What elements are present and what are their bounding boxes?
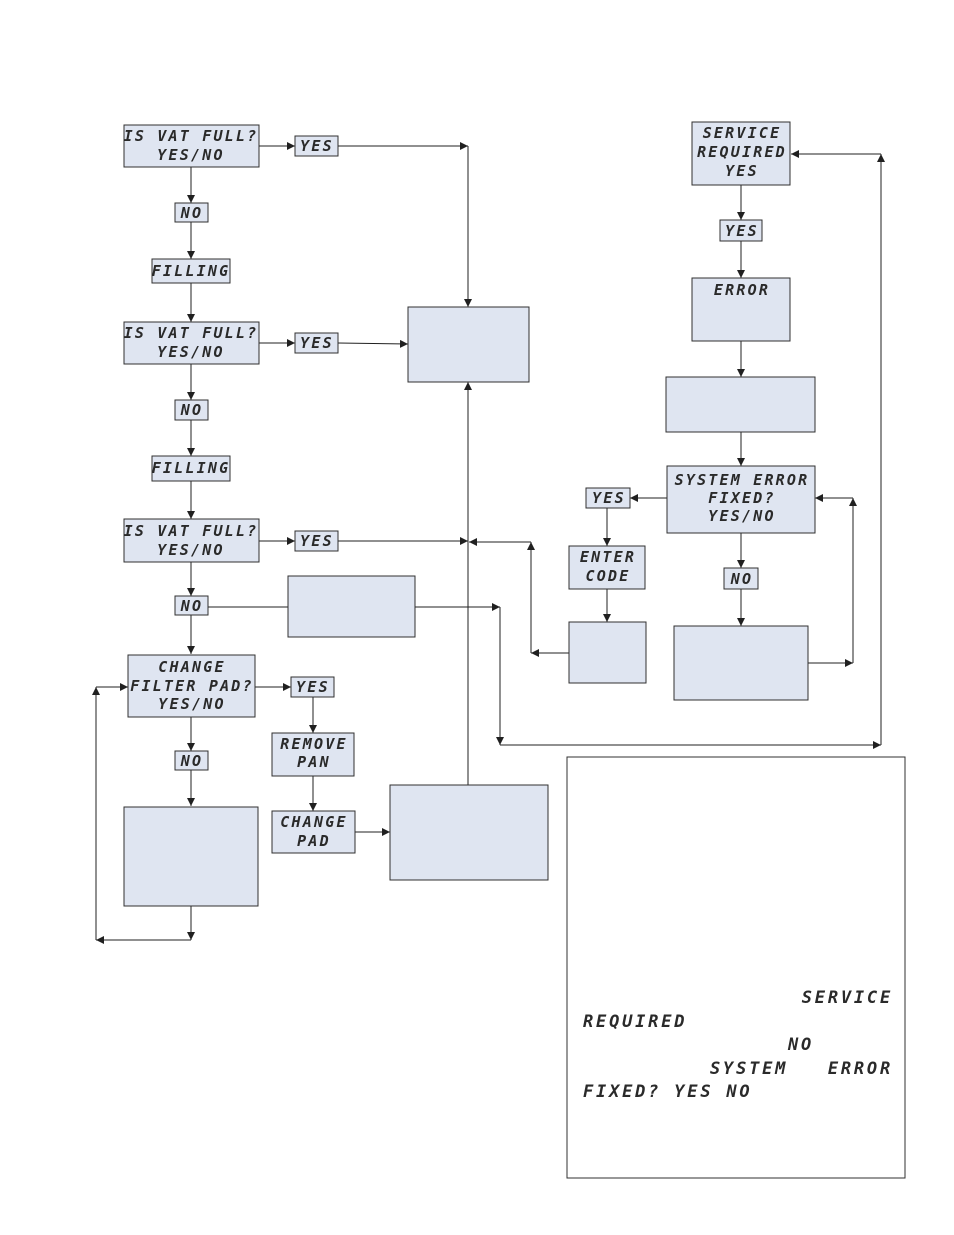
- tag-label: NO: [180, 204, 203, 222]
- node-label: IS VAT FULL?: [124, 324, 259, 342]
- node-label: IS VAT FULL?: [124, 127, 259, 145]
- node-label: PAD: [297, 832, 331, 850]
- tag-label: NO: [180, 752, 203, 770]
- node-filling-1: FILLING: [151, 258, 231, 284]
- note-text: NO: [787, 1035, 814, 1055]
- node-system-error-fixed: SYSTEM ERROR FIXED? YES/NO: [666, 465, 816, 534]
- tag-no-2: NO: [174, 399, 209, 421]
- tag-no-6: NO: [723, 567, 759, 590]
- node-label: FIXED?: [708, 489, 775, 507]
- tag-label: NO: [180, 597, 203, 615]
- tag-yes-5: YES: [719, 219, 763, 242]
- node-label: CODE: [586, 567, 631, 585]
- node-vat-full-1: IS VAT FULL? YES/NO: [123, 124, 260, 168]
- node-label: FILTER PAD?: [130, 677, 254, 695]
- tag-label: YES: [300, 334, 334, 352]
- tag-label: NO: [730, 570, 753, 588]
- node-change-pad: CHANGE PAD: [271, 810, 356, 854]
- node-label: CHANGE: [280, 813, 347, 831]
- node-change-filter-pad: CHANGE FILTER PAD? YES/NO: [127, 654, 256, 718]
- tag-yes-2: YES: [294, 332, 339, 354]
- node-label: PAN: [297, 753, 331, 771]
- node-filling-2: FILLING: [151, 455, 231, 482]
- node-label: IS VAT FULL?: [124, 522, 259, 540]
- tag-no-1: NO: [174, 202, 209, 223]
- node-label: YES/NO: [158, 695, 225, 713]
- tag-yes-4: YES: [290, 676, 335, 698]
- node-label: FILLING: [152, 262, 231, 280]
- tag-no-4: NO: [174, 750, 209, 771]
- node-vat-full-2: IS VAT FULL? YES/NO: [123, 321, 260, 365]
- node-label: REMOVE: [280, 735, 347, 753]
- tag-label: YES: [300, 532, 334, 550]
- node-label: ENTER: [580, 548, 636, 566]
- node-remove-pan: REMOVE PAN: [271, 732, 355, 777]
- note-text: SERVICE: [802, 988, 893, 1008]
- node-label: ERROR: [714, 281, 770, 299]
- tag-yes-3: YES: [294, 530, 339, 552]
- blank-box-code-result: [568, 621, 647, 684]
- node-label: SYSTEM ERROR: [675, 471, 810, 489]
- node-label: REQUIRED: [697, 143, 787, 161]
- connectors: [92, 142, 885, 944]
- tag-label: YES: [296, 678, 330, 696]
- blank-box-right-upper: [665, 376, 816, 433]
- note-text: ERROR: [828, 1059, 893, 1079]
- node-label: YES/NO: [157, 146, 224, 164]
- node-label: FILLING: [152, 459, 231, 477]
- note-text: REQUIRED: [583, 1012, 687, 1032]
- blank-box-lower-left: [123, 806, 259, 907]
- tag-label: YES: [725, 222, 759, 240]
- tag-yes-6: YES: [585, 487, 631, 509]
- tag-label: NO: [180, 401, 203, 419]
- node-vat-full-3: IS VAT FULL? YES/NO: [123, 518, 260, 563]
- blank-box-center-upper: [407, 306, 530, 383]
- node-error: ERROR: [691, 277, 791, 342]
- node-label: YES/NO: [157, 541, 224, 559]
- note-text: SYSTEM: [710, 1059, 788, 1079]
- tag-label: YES: [592, 489, 626, 507]
- node-label: SERVICE: [703, 124, 782, 142]
- node-label: YES: [725, 162, 759, 180]
- node-label: YES/NO: [157, 343, 224, 361]
- tag-yes-1: YES: [294, 135, 339, 157]
- note-text: FIXED? YES NO: [583, 1082, 752, 1102]
- tag-no-3: NO: [174, 595, 209, 616]
- node-enter-code: ENTER CODE: [568, 545, 646, 590]
- node-service-required: SERVICE REQUIRED YES: [691, 121, 791, 186]
- blank-box-center-lower: [389, 784, 549, 881]
- node-label: CHANGE: [158, 658, 225, 676]
- blank-box-no-branch: [287, 575, 416, 638]
- blank-box-right-lower: [673, 625, 809, 701]
- note-panel: SERVICE REQUIRED NO SYSTEM ERROR FIXED? …: [566, 756, 906, 1179]
- tag-label: YES: [300, 137, 334, 155]
- node-label: YES/NO: [708, 507, 775, 525]
